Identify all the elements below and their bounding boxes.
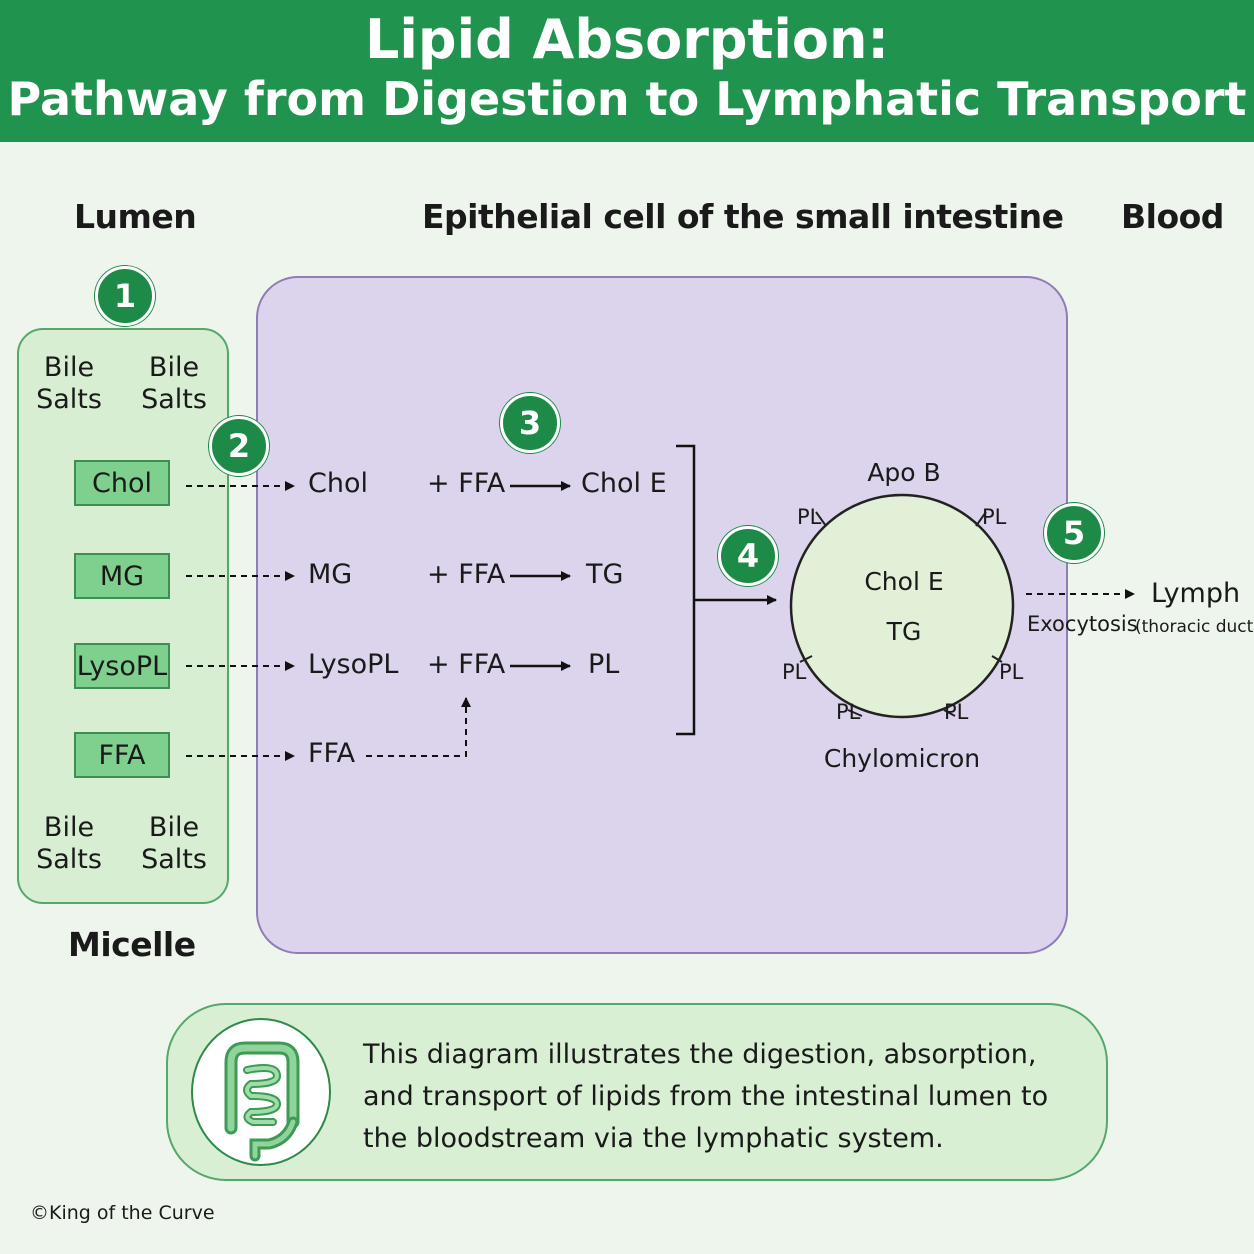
surface-pl: PL [944,700,969,724]
step-badge-5: 5 [1044,503,1104,563]
product-pl: PL [588,649,620,680]
lymph-label: Lymph [1151,578,1241,609]
surface-pl: PL [836,700,861,724]
micelle-lysopl-box: LysoPL [74,643,170,689]
bile-salts-label: Bile Salts [36,352,102,415]
step-badge-3: 3 [500,393,560,453]
step-badge-4: 4 [718,526,778,586]
product-chol-e: Chol E [581,468,667,499]
micelle-ffa-box: FFA [74,732,170,778]
absorbed-chol: Chol [308,468,368,499]
core-chol-e: Chol E [864,567,944,596]
chylomicron-label: Chylomicron [823,744,981,773]
lumen-label: Lumen [74,197,197,236]
micelle-label: Micelle [68,925,196,964]
micelle-chol-box: Chol [74,460,170,506]
header-banner: Lipid Absorption: Pathway from Digestion… [0,0,1254,142]
surface-pl: PL [999,660,1024,684]
surface-pl: PL [982,505,1007,529]
step-badge-2: 2 [209,416,269,476]
epithelial-label: Epithelial cell of the small intestine [422,197,1064,236]
absorbed-mg: MG [308,559,353,590]
title-line2: Pathway from Digestion to Lymphatic Tran… [7,72,1247,126]
step-badge-1: 1 [95,266,155,326]
product-tg: TG [586,559,624,590]
thoracic-duct-label: (thoracic duct) [1135,617,1254,637]
apo-b-label: Apo B [867,458,941,487]
copyright: ©King of the Curve [30,1202,215,1224]
absorbed-ffa: FFA [308,738,356,769]
description-text: This diagram illustrates the digestion, … [363,1039,1049,1154]
micelle-mg-box: MG [74,553,170,599]
intestine-icon [224,1041,300,1162]
bile-salts-label: Bile Salts [141,352,207,415]
title-line1: Lipid Absorption: [365,8,889,71]
epithelial-cell [256,276,1068,954]
exocytosis-label: Exocytosis [1027,612,1138,636]
blood-label: Blood [1121,197,1224,236]
micelle-container [17,328,229,904]
surface-pl: PL [797,505,822,529]
bile-salts-label: Bile Salts [141,812,207,875]
reactant-ffa: + FFA [427,559,506,590]
reactant-ffa: + FFA [427,468,506,499]
core-tg: TG [886,617,922,646]
reactant-ffa: + FFA [427,649,506,680]
bile-salts-label: Bile Salts [36,812,102,875]
surface-pl: PL [782,660,807,684]
absorbed-lysopl: LysoPL [308,649,399,680]
